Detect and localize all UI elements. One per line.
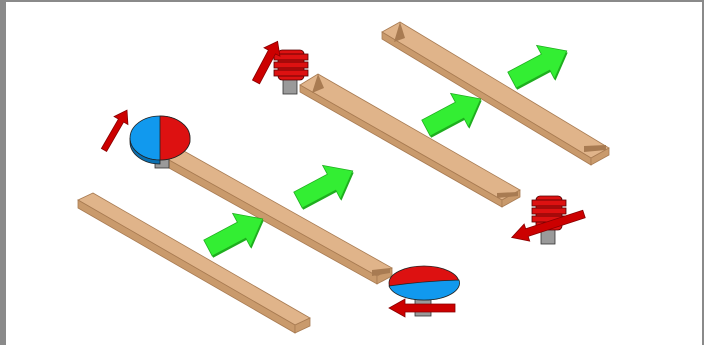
rotation-arrow-2-icon	[388, 298, 456, 318]
saw-blade-2-icon	[388, 265, 460, 317]
cutter-head-1-icon	[273, 49, 309, 95]
rotation-arrow-1-icon	[100, 109, 129, 153]
feed-arrow-4-icon	[507, 44, 568, 90]
cutter-head-2-icon	[531, 195, 567, 245]
rotation-arrow-3-icon	[251, 40, 281, 85]
rotation-arrow-4-icon	[510, 209, 586, 242]
feed-arrow-1-icon	[203, 212, 264, 258]
wood-board-3	[299, 73, 521, 208]
feed-arrow-2-icon	[293, 164, 354, 210]
wood-board-1	[77, 192, 311, 334]
frame-border-left	[0, 0, 6, 345]
frame-border-right	[702, 0, 704, 345]
saw-blade-1-icon	[129, 115, 191, 169]
wood-board-4	[381, 21, 610, 166]
feed-arrow-3-icon	[421, 92, 482, 138]
frame-border-top	[0, 0, 704, 2]
